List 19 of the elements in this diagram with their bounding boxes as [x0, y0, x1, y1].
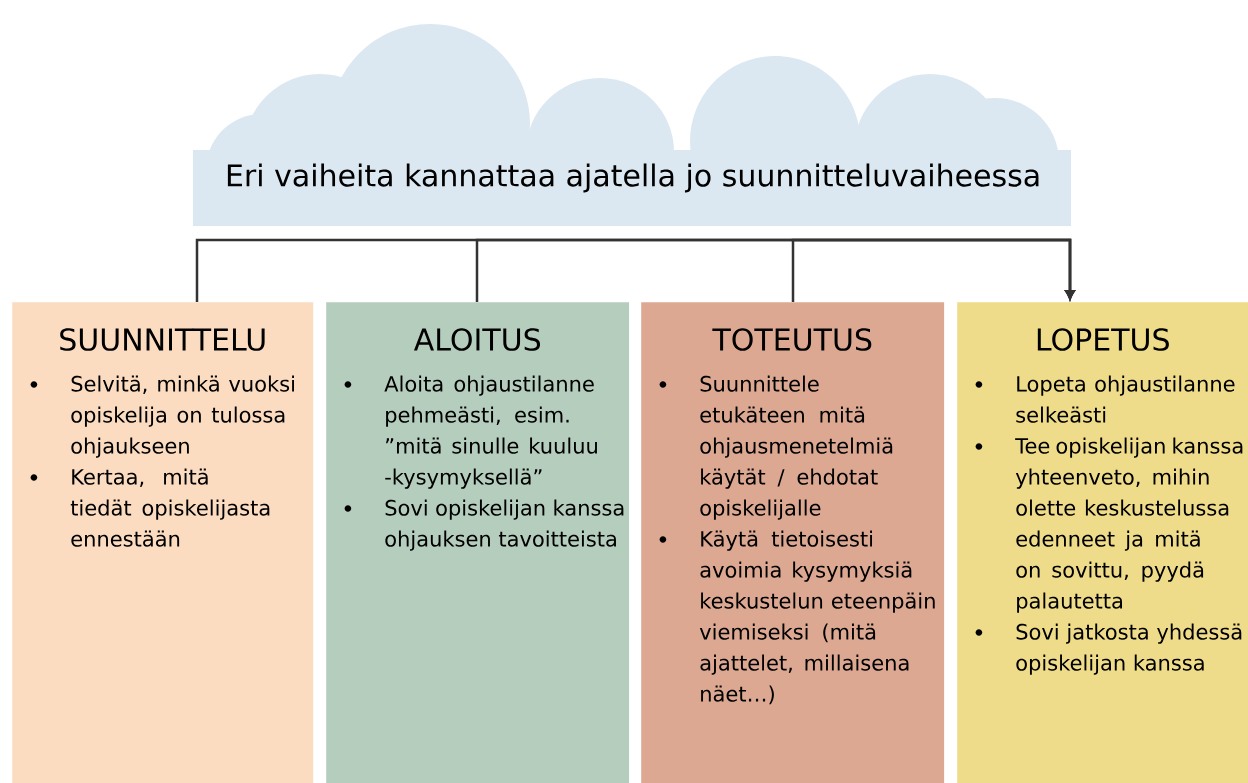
bullet-text: Lopeta ohjaustilanne selkeästi — [1016, 375, 1235, 423]
box-heading: ALOITUS — [413, 328, 541, 351]
phase-box — [12, 302, 314, 783]
box-heading: LOPETUS — [1037, 328, 1169, 351]
bullet-text: Käytä tietoisesti avoimia kysymyksiä keskustelun eteenpäin viemiseksi (mitä ajattelet, millaisena näet…) — [699, 530, 935, 705]
cloud: Eri vaiheita kannattaa ajatella jo suunnitteluvaiheessa — [193, 24, 1071, 226]
bullet-text: Sovi jatkosta yhdessä opiskelijan kanssa — [1016, 623, 1242, 675]
connector-arrow — [791, 238, 1075, 302]
phase-box — [326, 302, 630, 783]
bullet-text: Kertaa, mitä tiedät opiskelijasta ennestään — [70, 468, 270, 547]
box-heading: SUUNNITTELU — [60, 328, 265, 351]
bullet-text: Suunnittele etukäteen mitä ohjausmenetelmiä käytät / ehdotat opiskelijalle — [700, 375, 893, 520]
bullet-text: Sovi opiskelijan kanssa ohjauksen tavoitteista — [385, 499, 624, 551]
bullet-text: Selvitä, minkä vuoksi opiskelija on tulossa ohjaukseen — [71, 375, 294, 458]
bullet-text: Aloita ohjaustilanne pehmeästi, esim. ”mitä sinulle kuuluu -kysymyksellä” — [384, 375, 597, 489]
phase-box — [641, 302, 945, 783]
box-heading: TOTEUTUS — [712, 328, 872, 351]
phase-box — [957, 302, 1248, 783]
bullet-text: Tee opiskelijan kanssa yhteenveto, mihin olette keskustelussa edenneet ja mitä on sovittu, pyydä palautetta — [1015, 437, 1243, 613]
